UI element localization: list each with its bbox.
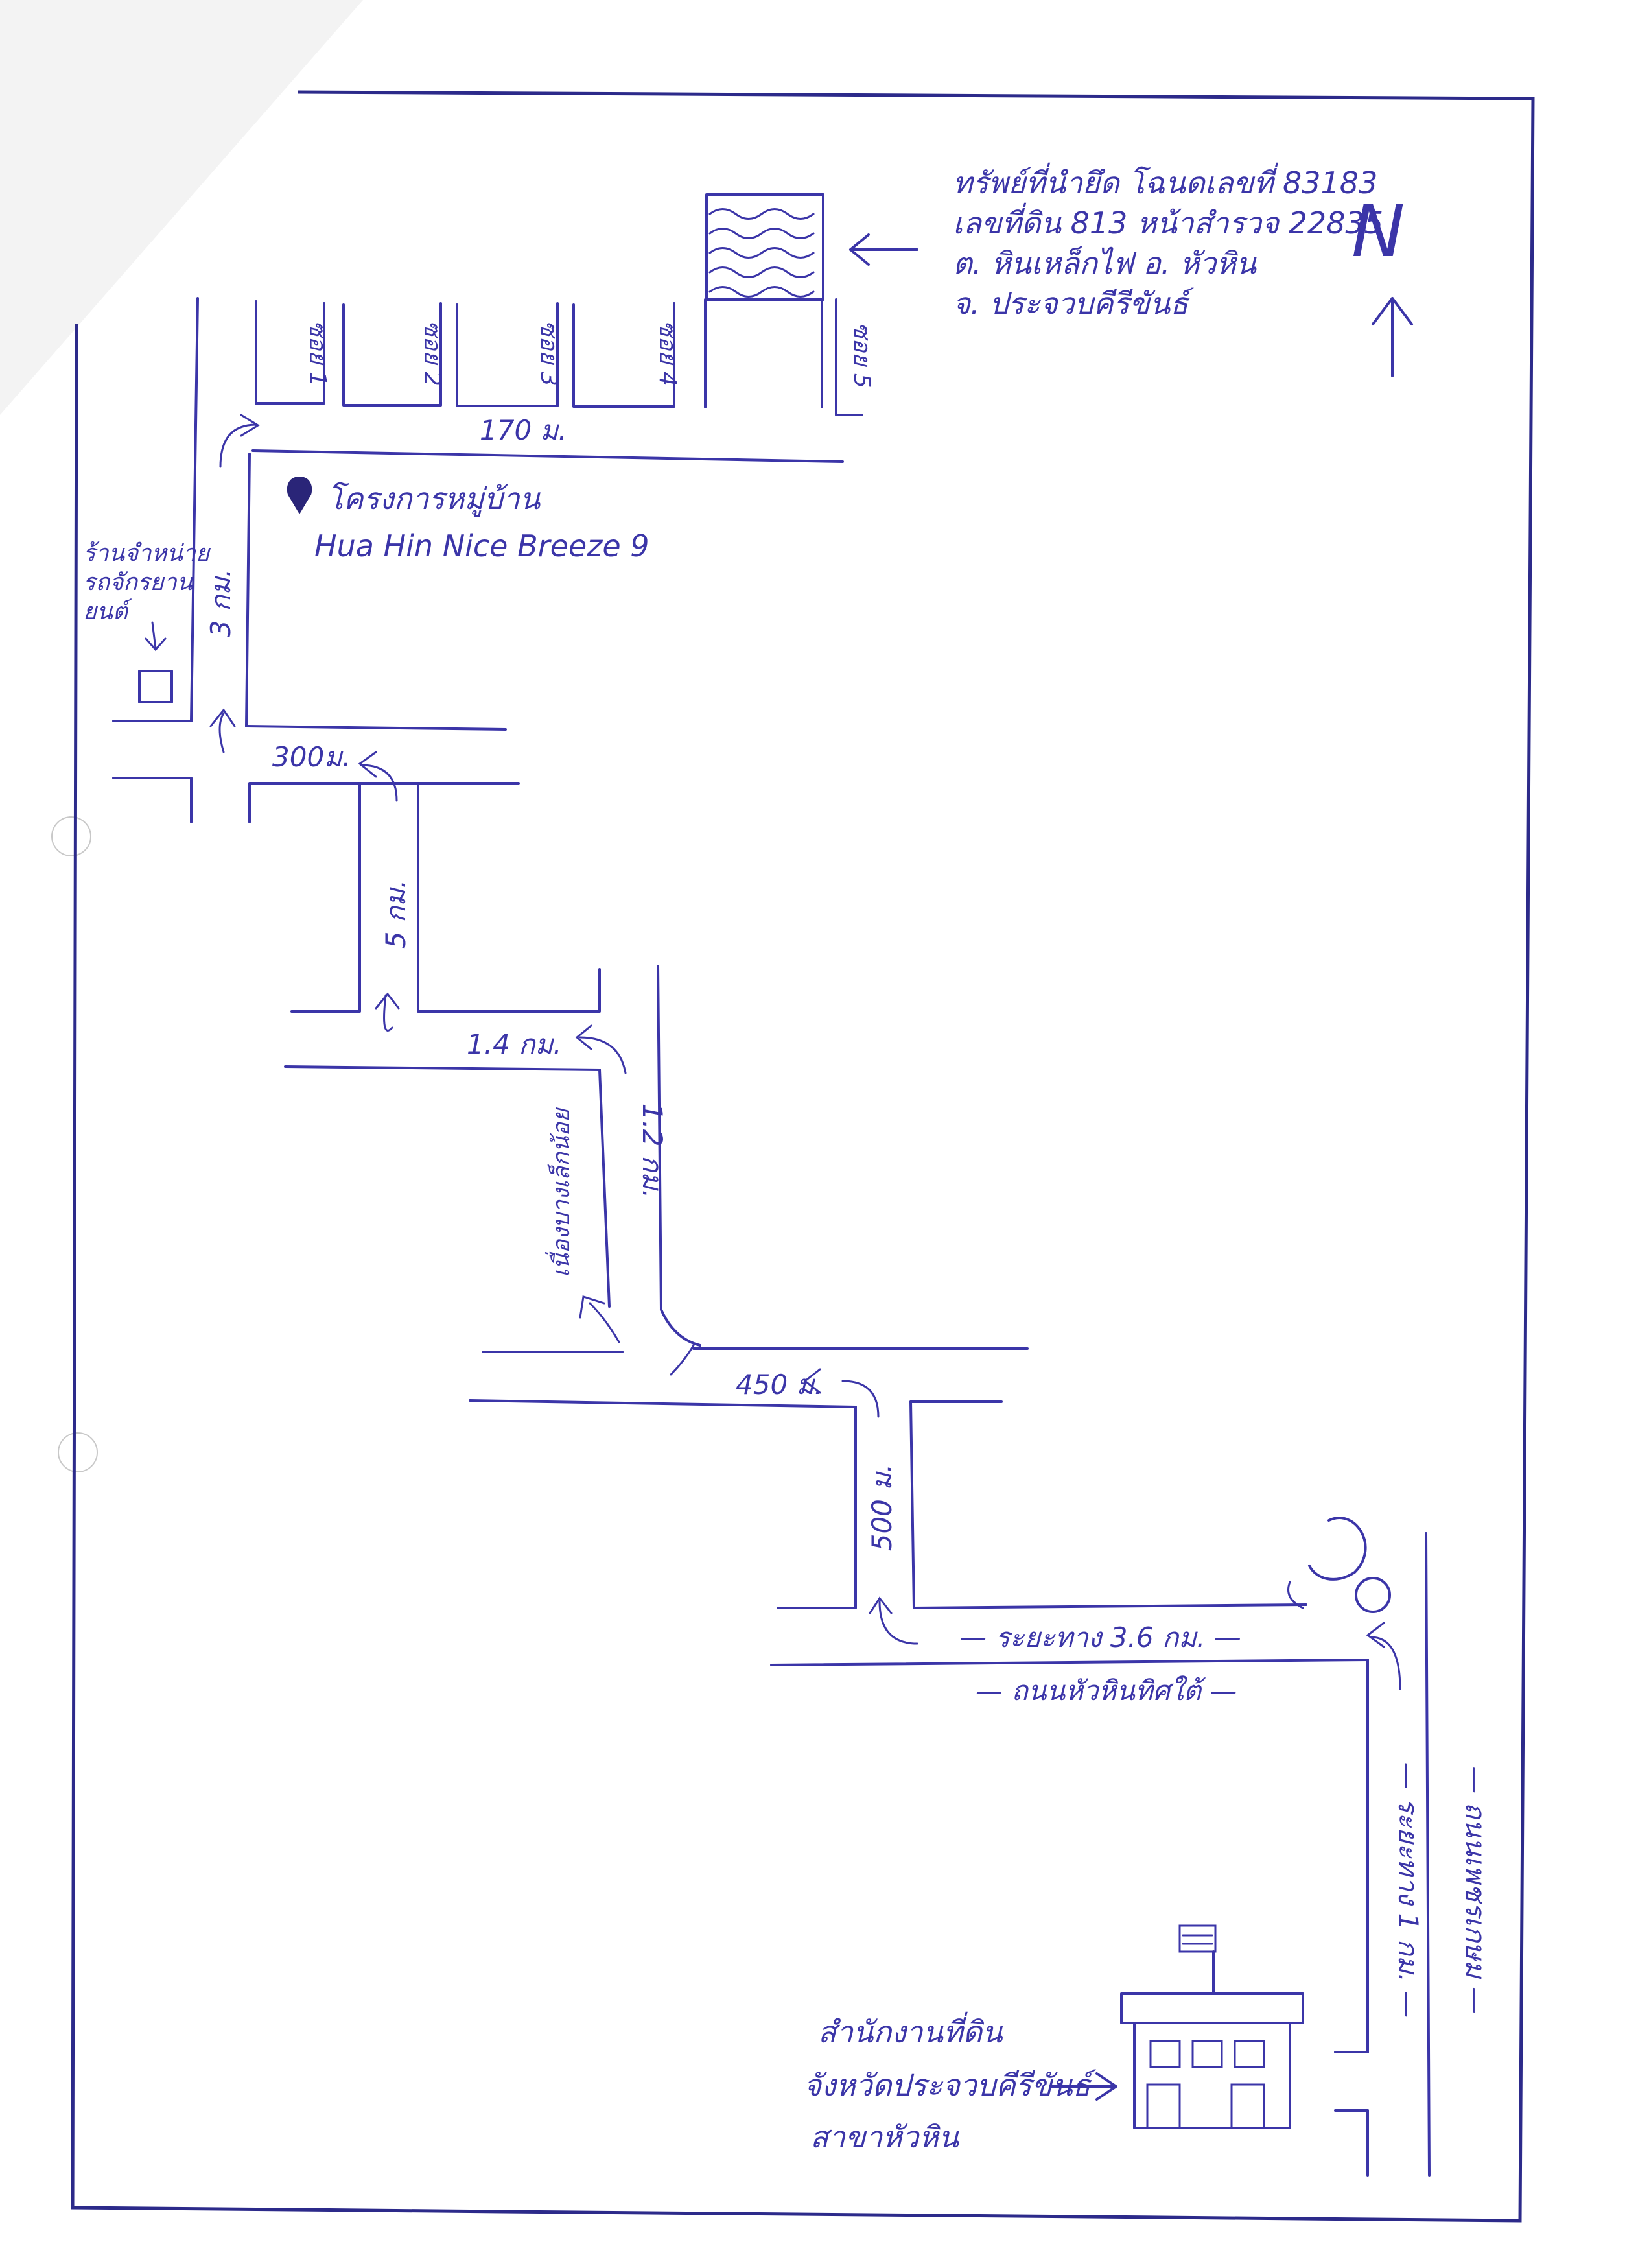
binder-hole-top xyxy=(51,816,91,856)
land-office-line3: สาขาหัวหิน xyxy=(810,2120,960,2155)
land-office-line1: สำนักงานที่ดิน xyxy=(818,2011,1003,2049)
shop-line3: ยนต์ xyxy=(83,598,132,625)
project-name-th: โครงการหมู่บ้าน xyxy=(327,481,541,517)
distance-500m: 500 ม. xyxy=(866,1464,898,1552)
property-line4: จ. ประจวบคีรีขันธ์ xyxy=(953,286,1194,321)
property-line1: ทรัพย์ที่นำยึด โฉนดเลขที่ 83183 xyxy=(953,162,1377,200)
property-info: ทรัพย์ที่นำยึด โฉนดเลขที่ 83183 เลขที่ดิ… xyxy=(953,162,1383,321)
north-arrow: N xyxy=(1351,190,1413,377)
distance-3.6km: — ระยะทาง 3.6 กม. — xyxy=(959,1622,1241,1653)
distance-3km: 3 กม. xyxy=(205,569,237,638)
lane-1-label: ซอย 1 xyxy=(304,320,331,386)
lane-block xyxy=(255,298,863,416)
distance-5km: 5 กม. xyxy=(380,880,412,949)
property-line3: ต. หินเหล็กไฟ อ. หัวหิน xyxy=(953,246,1257,281)
lane-3-label: ซอย 3 xyxy=(535,320,562,386)
page-frame xyxy=(71,90,1535,2223)
north-letter: N xyxy=(1351,190,1405,273)
distance-1.4km: 1.4 กม. xyxy=(467,1028,562,1060)
binder-hole-bottom xyxy=(58,1432,98,1472)
road-3km xyxy=(190,297,507,753)
lane-2-label: ซอย 2 xyxy=(419,320,445,386)
road-5km xyxy=(290,782,601,1032)
road-south-3.6km xyxy=(770,1659,1369,1666)
distance-170m: 170 ม. xyxy=(480,414,567,446)
project-marker xyxy=(287,477,312,514)
south-road-name: — ถนนหัวหินทิศใต้ — xyxy=(976,1675,1237,1707)
distance-300m: 300ม. xyxy=(272,741,351,773)
shop-box-icon xyxy=(138,670,173,703)
main-road-name: — ถนนเพชรเกษม — xyxy=(1460,1766,1491,2014)
road-1.4km xyxy=(284,1024,627,1074)
road-170m xyxy=(219,414,844,468)
land-office-line2: จังหวัดประจวบคีรีขันธ์ xyxy=(804,2068,1096,2103)
road-450m xyxy=(469,1344,1029,1609)
shop-line1: ร้านจำหน่าย xyxy=(83,540,211,567)
road-phetkasem xyxy=(1334,1532,1431,2177)
project-name-en: Hua Hin Nice Breeze 9 xyxy=(314,528,649,563)
u-turn-icon xyxy=(1308,1517,1367,1581)
property-pointer-arrow xyxy=(849,233,918,266)
junction-landmark: เนื่องบางเล็กน้อย xyxy=(544,1107,575,1277)
building-flag-icon xyxy=(1178,1924,1217,1953)
road-1.2km xyxy=(579,965,701,1347)
torn-corner xyxy=(0,0,363,415)
property-plot xyxy=(704,193,824,408)
u-turn-marker xyxy=(1287,1517,1401,1690)
distance-450m: 450 ม. xyxy=(736,1369,823,1400)
property-line2: เลขที่ดิน 813 หน้าสำรวจ 22835 xyxy=(953,202,1383,241)
motorcycle-shop xyxy=(112,621,193,722)
lane-4-label: ซอย 4 xyxy=(654,320,681,386)
distance-1km: — ระยะทาง 1 กม. — xyxy=(1392,1762,1424,2018)
distance-1.2km: 1.2 กม. xyxy=(637,1104,668,1199)
land-office-building xyxy=(1049,1924,1304,2129)
shop-line2: รถจักรยาน xyxy=(83,569,194,596)
lane-5-label: ซอย 5 xyxy=(848,322,875,388)
road-500m xyxy=(869,1400,1307,1645)
location-pin-icon xyxy=(287,477,312,514)
roundabout-icon xyxy=(1355,1577,1391,1613)
road-300m xyxy=(112,751,520,823)
